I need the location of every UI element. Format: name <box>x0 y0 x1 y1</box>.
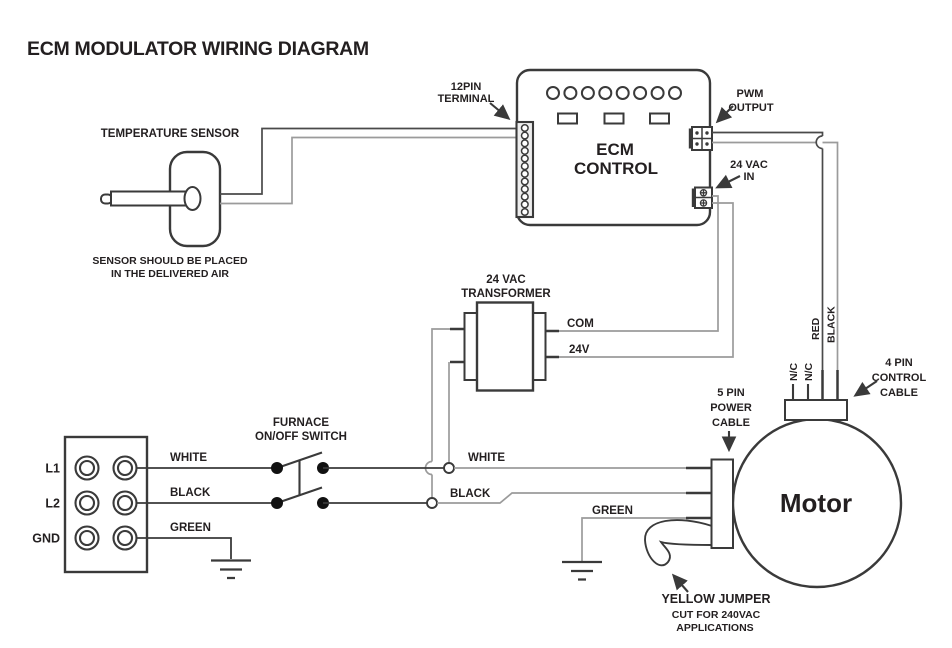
ecm-control-box: ECM CONTROL <box>515 68 713 227</box>
vac-in-connector <box>691 186 713 209</box>
label-com: COM <box>567 318 594 330</box>
label-l2: L2 <box>45 497 60 511</box>
label-green-supply: GREEN <box>170 522 211 534</box>
label-12pin-line2: TERMINAL <box>438 93 495 105</box>
power-connector <box>710 458 734 549</box>
label-vacin-line1: 24 VAC <box>730 159 768 171</box>
label-black-wire: BLACK <box>826 306 838 343</box>
label-jumper-line3: APPLICATIONS <box>676 622 753 634</box>
label-gnd: GND <box>32 532 60 546</box>
wire-green-to-motor <box>581 517 686 561</box>
label-jumper-line1: YELLOW JUMPER <box>661 592 770 606</box>
arrow-12pin-terminal <box>489 102 511 121</box>
ecm-vent-holes <box>546 86 682 100</box>
power-cable-stubs <box>686 466 712 520</box>
motor: Motor <box>731 417 903 589</box>
label-power-cable-line2: POWER <box>710 402 752 414</box>
label-power-cable-line1: 5 PIN <box>717 387 745 399</box>
sensor-wire-1 <box>220 127 516 195</box>
label-control-cable-line3: CABLE <box>880 387 918 399</box>
ground-symbol-motor <box>562 560 602 581</box>
pwm-wire-black <box>712 141 839 370</box>
transformer-body <box>475 301 535 392</box>
temperature-sensor-label: TEMPERATURE SENSOR <box>101 128 240 140</box>
sensor-note-line2: IN THE DELIVERED AIR <box>111 268 229 280</box>
label-24v: 24V <box>569 344 590 356</box>
control-connector <box>784 399 848 421</box>
wire-hop-red-over-black <box>815 135 823 150</box>
sensor-wire-2 <box>220 136 516 205</box>
wire-com <box>559 195 719 332</box>
control-cable-stubs <box>821 370 839 400</box>
label-green-motor: GREEN <box>592 505 633 517</box>
junction-node-black <box>426 497 438 509</box>
label-black-supply: BLACK <box>170 487 211 499</box>
label-vacin-line2: IN <box>744 171 755 183</box>
pwm-wire-red-h <box>712 131 824 136</box>
ecm-name-line2: CONTROL <box>574 159 658 178</box>
ecm-name-line1: ECM <box>596 140 634 159</box>
page-title: ECM MODULATOR WIRING DIAGRAM <box>27 38 369 60</box>
label-control-cable-line2: CONTROL <box>872 372 927 384</box>
transformer-feed-black-upper <box>431 328 450 462</box>
terminal-pins <box>520 123 529 217</box>
furnace-switch-label-line2: ON/OFF SWITCH <box>255 431 347 443</box>
furnace-switch: FURNACE ON/OFF SWITCH <box>255 417 347 509</box>
label-white-motor: WHITE <box>468 452 505 464</box>
power-terminal-block: L1 L2 GND <box>32 435 149 574</box>
arrow-yellow-jumper <box>671 573 689 593</box>
label-white-supply: WHITE <box>170 452 207 464</box>
transformer-label-line2: TRANSFORMER <box>461 288 551 300</box>
label-control-cable-line1: 4 PIN <box>885 357 913 369</box>
label-red-wire: RED <box>810 317 822 340</box>
label-black-motor: BLACK <box>450 488 491 500</box>
temperature-sensor: TEMPERATURE SENSOR SENSOR SHOULD BE PLAC… <box>92 128 248 280</box>
transformer: 24 VAC TRANSFORMER <box>450 274 559 392</box>
ecm-slots <box>557 112 670 125</box>
arrow-vac-in <box>715 174 741 189</box>
label-pwm-line2: OUTPUT <box>728 102 774 114</box>
ground-symbol-supply <box>211 559 251 580</box>
arrow-pwm-output <box>715 105 734 124</box>
label-power-cable-line3: CABLE <box>712 417 750 429</box>
transformer-lead-stubs <box>450 327 559 364</box>
twelve-pin-terminal <box>515 120 535 219</box>
transformer-tab-right <box>532 312 547 381</box>
nc-pin-stubs <box>791 384 810 400</box>
junction-node-white <box>443 462 455 474</box>
wire-24v <box>559 202 734 358</box>
label-jumper-line2: CUT FOR 240VAC <box>672 609 761 621</box>
furnace-switch-label-line1: FURNACE <box>273 417 330 429</box>
label-nc-2: N/C <box>803 363 815 382</box>
transformer-tab-left <box>463 312 478 381</box>
sensor-probe <box>110 190 193 207</box>
label-12pin-line1: 12PIN <box>451 81 482 93</box>
label-l1: L1 <box>45 462 60 476</box>
wire-green-supply <box>136 537 232 559</box>
sensor-grommet <box>183 186 202 211</box>
label-pwm-line1: PWM <box>737 88 764 100</box>
label-nc-1: N/C <box>788 363 800 382</box>
yellow-jumper-wire <box>644 519 713 567</box>
wire-black-to-motor <box>437 492 686 504</box>
transformer-label-line1: 24 VAC <box>486 274 525 286</box>
pwm-connector <box>688 126 713 151</box>
arrow-control-cable <box>853 380 878 397</box>
sensor-note-line1: SENSOR SHOULD BE PLACED <box>92 255 248 267</box>
motor-label: Motor <box>780 488 852 518</box>
